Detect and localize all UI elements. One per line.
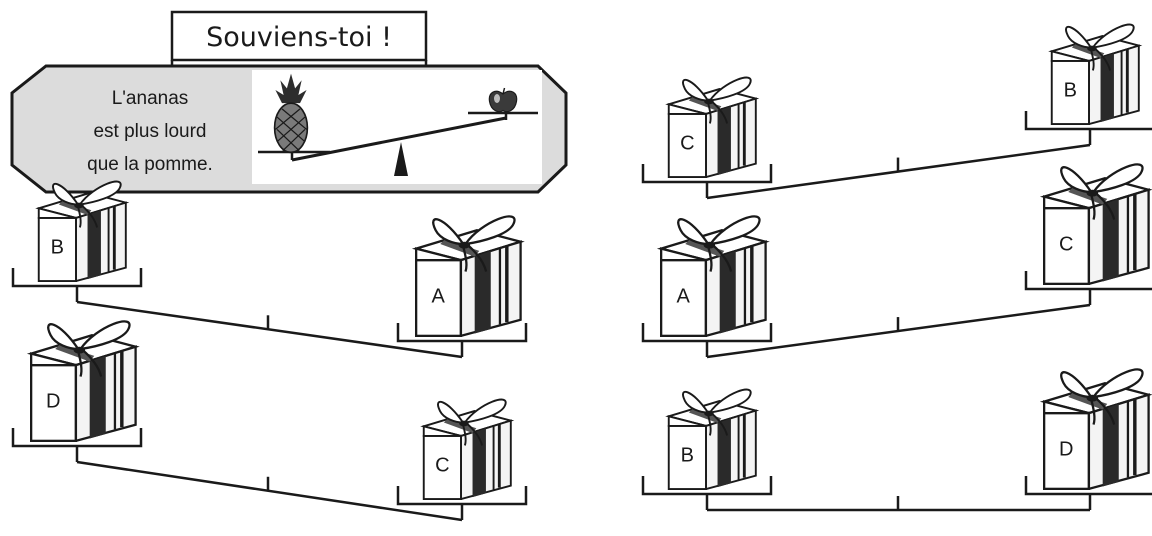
- scale-1: BA: [13, 182, 526, 357]
- seesaw-illustration: [252, 70, 542, 184]
- scale-1-right-label: A: [432, 286, 446, 308]
- scale-2-left-label: D: [46, 391, 60, 413]
- scale-5-left-label: B: [681, 444, 694, 466]
- reminder-line-3: que la pomme.: [87, 154, 213, 175]
- gift-d-icon: [31, 321, 135, 440]
- scale-4: AC: [643, 164, 1152, 357]
- gift-a-icon: [416, 216, 520, 335]
- reminder-panel: Souviens-toi ! L'ananas est plus lourd q…: [12, 12, 566, 192]
- scale-1-left-label: B: [51, 236, 64, 258]
- scale-3-left-label: C: [680, 132, 694, 154]
- gift-b-icon: [1052, 25, 1139, 125]
- scale-2-beam: [77, 462, 462, 520]
- apple-icon: [489, 88, 516, 112]
- gift-d-icon: [1044, 369, 1148, 488]
- gift-b-icon: [669, 390, 756, 490]
- reminder-title: Souviens-toi !: [206, 22, 392, 53]
- reminder-line-1: L'ananas: [112, 88, 189, 109]
- scale-4-right-label: C: [1059, 234, 1073, 256]
- gift-c-icon: [424, 400, 511, 500]
- scale-5-right-label: D: [1059, 439, 1073, 461]
- gift-c-icon: [669, 78, 756, 178]
- gift-b-icon: [39, 182, 126, 282]
- reminder-line-2: est plus lourd: [93, 121, 206, 142]
- gift-a-icon: [661, 216, 765, 335]
- scale-2: DC: [13, 321, 526, 520]
- gift-c-icon: [1044, 164, 1148, 283]
- scale-2-right-label: C: [435, 454, 449, 476]
- scale-4-left-label: A: [677, 286, 691, 308]
- scale-3-right-label: B: [1064, 79, 1077, 101]
